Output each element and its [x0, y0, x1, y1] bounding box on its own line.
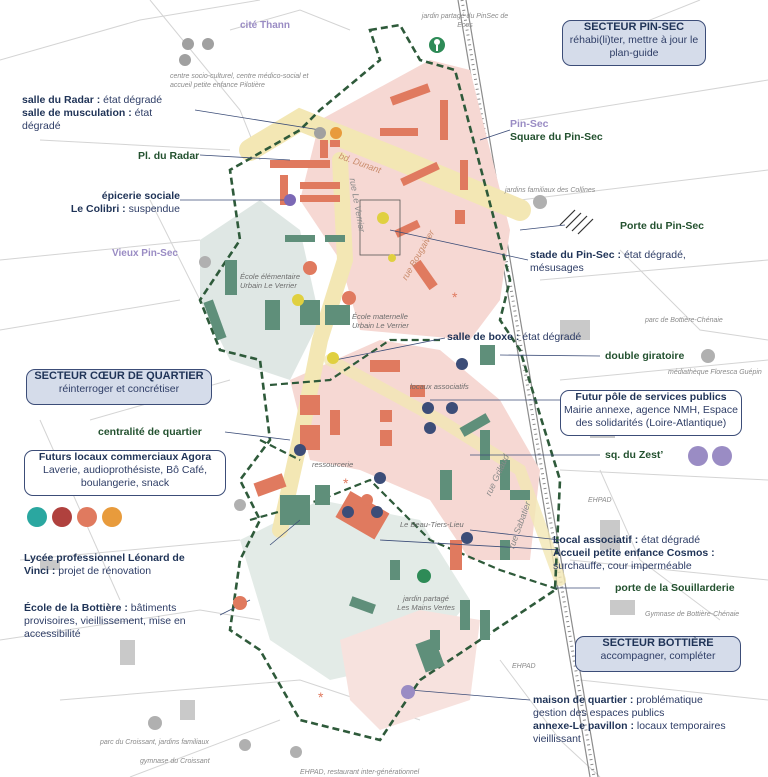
- label-ecole-maternelle: École maternelle Urbain Le Verrier: [352, 312, 409, 330]
- label-beau-tiers-lieu: Le Beau-Tiers-Lieu: [400, 520, 464, 529]
- callout-epicerie: épicerie sociale Le Colibri : suspendue: [70, 190, 180, 215]
- agora-title: Futurs locaux commerciaux Agora: [38, 451, 212, 463]
- label-locaux-associatifs: locaux associatifs: [410, 382, 469, 391]
- callout-boxe: salle de boxe : état dégradé: [447, 331, 582, 343]
- label-jardin-mains-vertes: jardin partagé Les Mains Vertes: [397, 594, 455, 612]
- callout-maison-quartier: maison de quartier : problématique gesti…: [533, 694, 726, 745]
- callout-local-cosmos: Local associatif : état dégradé Accueil …: [553, 534, 715, 572]
- svg-text:*: *: [343, 475, 349, 491]
- callout-ecole-bottiere: École de la Bottière : bâtiments proviso…: [24, 602, 186, 640]
- callout-lycee: Lycée professionnel Léonard de Vinci : p…: [24, 552, 185, 577]
- buildings-grey: [40, 320, 635, 720]
- label-vieux-pinsec: Vieux Pin-Sec: [112, 248, 178, 259]
- buildings-green: [203, 235, 530, 673]
- sector-pin-sec-title: SECTEUR PIN-SEC: [583, 21, 685, 33]
- callout-place-radar: Pl. du Radar: [138, 150, 200, 162]
- sector-split-west: [259, 439, 301, 461]
- sector-bottiere-box: SECTEUR BOTTIÈRE accompagner, compléter: [575, 636, 741, 672]
- pole-desc: Mairie annexe, agence NMH, Espace des so…: [564, 404, 738, 429]
- sector-split-north: [269, 338, 440, 387]
- agora-desc: Laverie, audioprothésiste, Bô Café, boul…: [42, 464, 208, 489]
- sector-pin-sec-desc: réhabi(li)ter, mettre à jour le plan-gui…: [569, 34, 699, 59]
- callout-porte-pinsec: Porte du Pin-Sec: [620, 220, 705, 232]
- sector-outline: [198, 23, 562, 742]
- map-icons: [27, 37, 732, 758]
- label-gymnase-bottiere: Gymnase de Bottière-Chénaie: [645, 611, 740, 618]
- label-parc-croissant: parc du Croissant, jardins familiaux: [100, 739, 209, 746]
- label-jardin-pinsec: jardin partagé du PinSec de Ecos: [421, 13, 509, 29]
- sector-coeur-title: SECTEUR CŒUR DE QUARTIER: [34, 370, 204, 382]
- callout-stade: stade du Pin-Sec : état dégradé, mésusag…: [530, 249, 686, 274]
- label-ehpad-1: EHPAD: [588, 497, 612, 504]
- callout-centralite: centralité de quartier: [98, 426, 202, 438]
- label-mediatheque: médiathèque Floresca Guépin: [668, 369, 762, 376]
- label-jardins-collines: jardins familiaux des Collines: [505, 187, 596, 194]
- sector-bottiere-title: SECTEUR BOTTIÈRE: [602, 637, 714, 649]
- pole-title: Futur pôle de services publics: [575, 391, 727, 403]
- yellow-axis-center: [272, 152, 354, 538]
- sector-coeur-box: SECTEUR CŒUR DE QUARTIER réinterroger et…: [26, 369, 212, 405]
- sector-bottiere-desc: accompagner, compléter: [600, 650, 716, 662]
- callout-pinsec: Pin-Sec Square du Pin-Sec: [510, 118, 603, 143]
- callout-radar: salle du Radar : état dégradé salle de m…: [22, 94, 163, 132]
- label-ehpad-restaurant: EHPAD, restaurant inter-générationnel: [300, 769, 420, 776]
- porte-hatch: [559, 209, 594, 235]
- asterisks: * * *: [318, 289, 458, 705]
- stade-outline: [359, 199, 401, 256]
- agora-box: Futurs locaux commerciaux Agora Laverie,…: [24, 450, 226, 496]
- sector-coeur-desc: réinterroger et concrétiser: [58, 383, 180, 395]
- label-cite-thann: cité Thann: [240, 20, 291, 31]
- pole-services-box: Futur pôle de services publics Mairie an…: [560, 390, 742, 436]
- label-centre-socio: centre socio-culturel, centre médico-soc…: [170, 73, 309, 89]
- callout-zest: sq. du Zest’: [605, 449, 664, 461]
- buildings-red: [253, 83, 468, 570]
- label-gymnase-croissant: gymnase du Croissant: [140, 758, 210, 765]
- callout-souillarderie: porte de la Souillarderie: [615, 582, 735, 594]
- zone-green-west: [200, 200, 320, 380]
- label-ressourcerie: ressourcerie: [312, 460, 354, 469]
- callout-double-giratoire: double giratoire: [605, 350, 685, 362]
- sector-pin-sec-box: SECTEUR PIN-SEC réhabi(li)ter, mettre à …: [562, 20, 706, 66]
- svg-text:*: *: [452, 289, 458, 305]
- leader-lines: [180, 109, 601, 701]
- label-ehpad-2: EHPAD: [512, 663, 536, 670]
- label-ecole-elementaire: École élémentaire Urbain Le Verrier: [240, 272, 301, 290]
- zone-pink-south: [340, 610, 480, 730]
- label-parc-bottiere: parc de Bottière-Chénaie: [645, 317, 723, 324]
- zone-coeur-pink: [290, 340, 540, 560]
- svg-text:*: *: [318, 689, 324, 705]
